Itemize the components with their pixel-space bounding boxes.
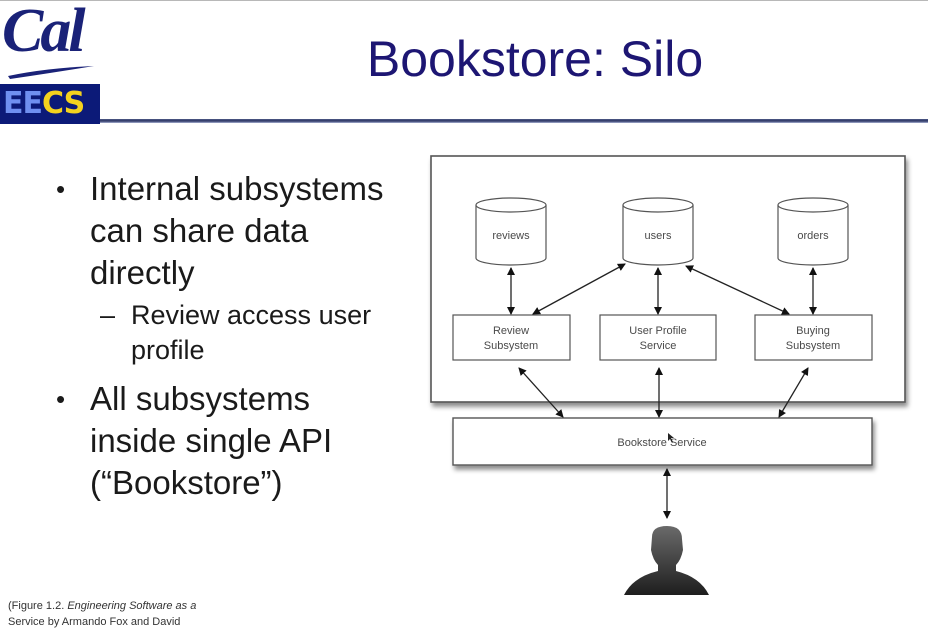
logo-eecs-box: EECS <box>0 84 100 124</box>
database-label: orders <box>797 230 829 242</box>
silo-frame <box>430 155 906 403</box>
mouse-pointer-icon <box>668 433 674 443</box>
subsystem-rect <box>452 314 571 361</box>
sub-bullet-review-access: – Review access user profile <box>52 298 422 368</box>
api-label: Bookstore Service <box>617 437 706 449</box>
bullet-line: (“Bookstore”) <box>90 464 283 501</box>
slide-title: Bookstore: Silo <box>366 31 704 87</box>
bullet-line: inside single API <box>90 422 333 459</box>
api-rect <box>452 417 873 466</box>
bullet-single-api: • All subsystems inside single API (“Boo… <box>52 378 422 504</box>
database-label: reviews <box>492 230 530 242</box>
database-cylinder-icon <box>475 205 547 266</box>
subsystem-rect <box>599 314 717 361</box>
user-profile-service-box: User Profile Service <box>599 314 717 361</box>
logo-eecs-text: EECS <box>3 86 85 121</box>
bullet-dot: • <box>56 174 66 204</box>
header-rule <box>100 119 928 123</box>
cal-eecs-logo: Cal EECS <box>0 0 100 124</box>
top-border <box>0 0 928 1</box>
database-cylinder-top <box>622 197 694 213</box>
arrow-buying-api <box>778 367 809 418</box>
review-subsystem-box: Review Subsystem <box>452 314 571 361</box>
caption-prefix: (Figure 1.2. <box>8 600 68 612</box>
database-label: users <box>645 230 672 242</box>
subsystem-label-line: Subsystem <box>484 340 538 352</box>
bullet-dot: • <box>56 384 66 414</box>
sub-bullet-line: profile <box>131 335 205 365</box>
subsystem-label-line: Subsystem <box>786 340 840 352</box>
database-cylinder-icon <box>622 205 694 266</box>
database-orders: orders <box>777 197 849 266</box>
bullet-line: can share data <box>90 212 309 249</box>
bullet-internal-subsystems: • Internal subsystems can share data dir… <box>52 168 422 294</box>
subsystem-label-line: User Profile <box>629 325 686 337</box>
database-cylinder-top <box>475 197 547 213</box>
bullet-line: directly <box>90 254 195 291</box>
bookstore-service-box: Bookstore Service <box>452 417 873 466</box>
sub-bullet-line: Review access user <box>131 300 372 330</box>
database-cylinder-top <box>777 197 849 213</box>
person-silhouette-icon <box>624 526 709 595</box>
buying-subsystem-box: Buying Subsystem <box>754 314 873 361</box>
sub-bullet-dash: – <box>100 300 116 330</box>
connection-arrows <box>507 263 817 519</box>
subsystem-label-line: Buying <box>796 325 830 337</box>
logo-ee: EE <box>3 86 43 121</box>
database-cylinder-icon <box>777 205 849 266</box>
bullet-list: • Internal subsystems can share data dir… <box>52 168 422 504</box>
subsystem-rect <box>754 314 873 361</box>
logo-cal-text: Cal <box>2 0 86 65</box>
arrow-users-buying <box>685 265 790 315</box>
caption-line-1: (Figure 1.2. Engineering Software as a <box>8 598 196 614</box>
bullet-line: All subsystems <box>90 380 311 417</box>
subsystem-label-line: Review <box>493 325 529 337</box>
caption-book-title: Engineering Software as a <box>67 600 197 612</box>
bullet-line: Internal subsystems <box>90 170 384 207</box>
arrow-review-api <box>518 367 564 418</box>
arrow-users-review <box>532 263 626 315</box>
subsystem-label-line: Service <box>640 340 677 352</box>
database-reviews: reviews <box>475 197 547 266</box>
logo-cs: CS <box>42 86 85 121</box>
database-users: users <box>622 197 694 266</box>
logo-swoosh-icon <box>8 66 94 79</box>
